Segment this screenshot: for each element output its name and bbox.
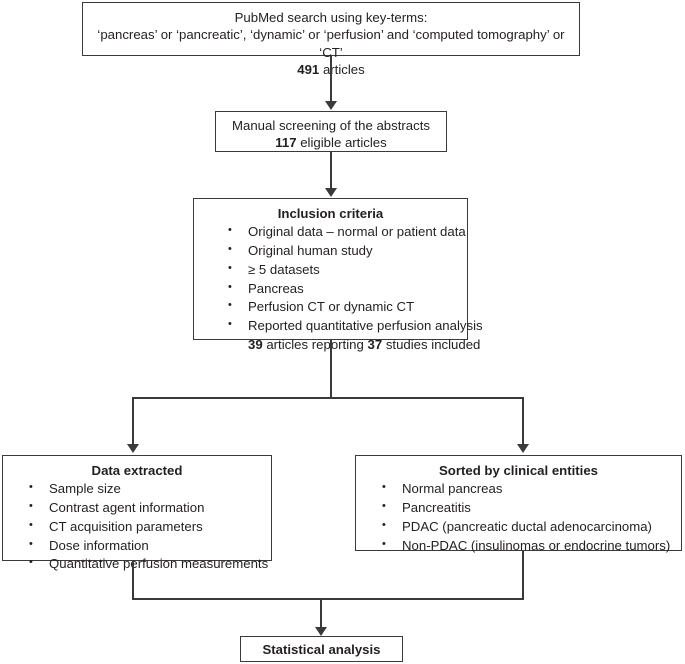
list-item: Perfusion CT or dynamic CT xyxy=(200,297,461,317)
list-item: Original human study xyxy=(200,241,461,261)
included-summary-mid: articles reporting xyxy=(262,336,368,352)
eligible-article-count-suffix: eligible articles xyxy=(296,135,387,151)
list-item: Quantitative perfusion measurements xyxy=(9,554,268,574)
node-statistical-analysis: Statistical analysis xyxy=(240,636,403,662)
list-item: Sample size xyxy=(9,479,265,499)
inclusion-criteria-list: Original data – normal or patient data O… xyxy=(200,222,483,336)
data-extracted-list: Sample size Contrast agent information C… xyxy=(9,479,268,574)
pubmed-article-count-suffix: articles xyxy=(319,62,365,78)
pubmed-search-keyterms: ‘pancreas’ or ‘pancreatic’, ‘dynamic’ or… xyxy=(97,27,565,60)
connector-sorted-merge-line xyxy=(522,550,525,600)
connector-extracted-merge-line xyxy=(132,560,135,600)
sorted-entities-list: Normal pancreas Pancreatitis PDAC (pancr… xyxy=(362,479,675,556)
list-item: Dose information xyxy=(9,536,265,556)
connector-split-right-arrowhead xyxy=(517,444,529,453)
list-item: ≥ 5 datasets xyxy=(200,260,461,280)
connector-merge-to-stats-line xyxy=(320,598,323,630)
list-item: Contrast agent information xyxy=(9,498,265,518)
list-item: Non-PDAC (insulinomas or endocrine tumor… xyxy=(362,536,675,556)
connector-merge-to-stats-arrowhead xyxy=(315,627,327,636)
list-item: Reported quantitative perfusion analysis xyxy=(200,316,483,336)
connector-screening-to-inclusion-line xyxy=(330,152,333,189)
node-inclusion-criteria: Inclusion criteria Original data – norma… xyxy=(193,198,483,352)
inclusion-criteria-summary: 39 articles reporting 37 studies include… xyxy=(200,336,480,355)
included-studies-count: 37 xyxy=(367,336,383,352)
connector-search-to-screening-arrowhead xyxy=(325,101,337,110)
connector-inclusion-stem xyxy=(330,340,333,399)
connector-screening-to-inclusion-arrowhead xyxy=(325,188,337,197)
connector-merge-bar xyxy=(132,598,524,601)
connector-search-to-screening-line xyxy=(330,56,333,102)
list-item: Original data – normal or patient data xyxy=(200,222,466,242)
pubmed-search-count-line: 491 articles xyxy=(89,61,573,78)
node-manual-screening: Manual screening of the abstracts 117 el… xyxy=(215,111,447,152)
pubmed-search-line1: PubMed search using key-terms: xyxy=(234,10,428,25)
manual-screening-line1: Manual screening of the abstracts xyxy=(232,118,430,133)
node-sorted-clinical-entities: Sorted by clinical entities Normal pancr… xyxy=(355,455,682,553)
eligible-article-count: 117 xyxy=(275,135,297,151)
connector-split-bar xyxy=(132,397,524,400)
connector-split-left-arrowhead xyxy=(127,444,139,453)
inclusion-criteria-title: Inclusion criteria xyxy=(277,206,384,221)
data-extracted-title: Data extracted xyxy=(91,463,183,478)
included-summary-end: studies included xyxy=(382,336,481,352)
node-data-extracted: Data extracted Sample size Contrast agen… xyxy=(2,455,272,571)
statistical-analysis-title: Statistical analysis xyxy=(262,642,381,657)
list-item: PDAC (pancreatic ductal adenocarcinoma) xyxy=(362,517,675,537)
sorted-entities-title: Sorted by clinical entities xyxy=(438,463,599,478)
list-item: Pancreas xyxy=(200,279,461,299)
list-item: Normal pancreas xyxy=(362,479,675,499)
pubmed-article-count: 491 xyxy=(297,62,320,78)
connector-split-right-line xyxy=(522,397,525,446)
list-item: CT acquisition parameters xyxy=(9,517,265,537)
manual-screening-count-line: 117 eligible articles xyxy=(222,134,440,151)
included-articles-count: 39 xyxy=(248,336,263,352)
node-pubmed-search: PubMed search using key-terms: ‘pancreas… xyxy=(82,2,580,77)
list-item: Pancreatitis xyxy=(362,498,675,518)
connector-split-left-line xyxy=(132,397,135,446)
